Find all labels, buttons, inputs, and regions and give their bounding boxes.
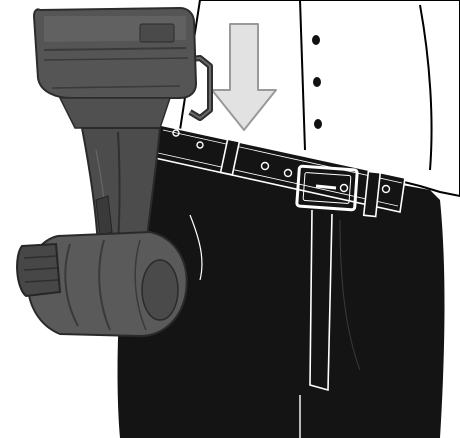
shirt-button [313,77,321,87]
shirt-button [312,35,320,45]
shirt-button [314,119,322,129]
